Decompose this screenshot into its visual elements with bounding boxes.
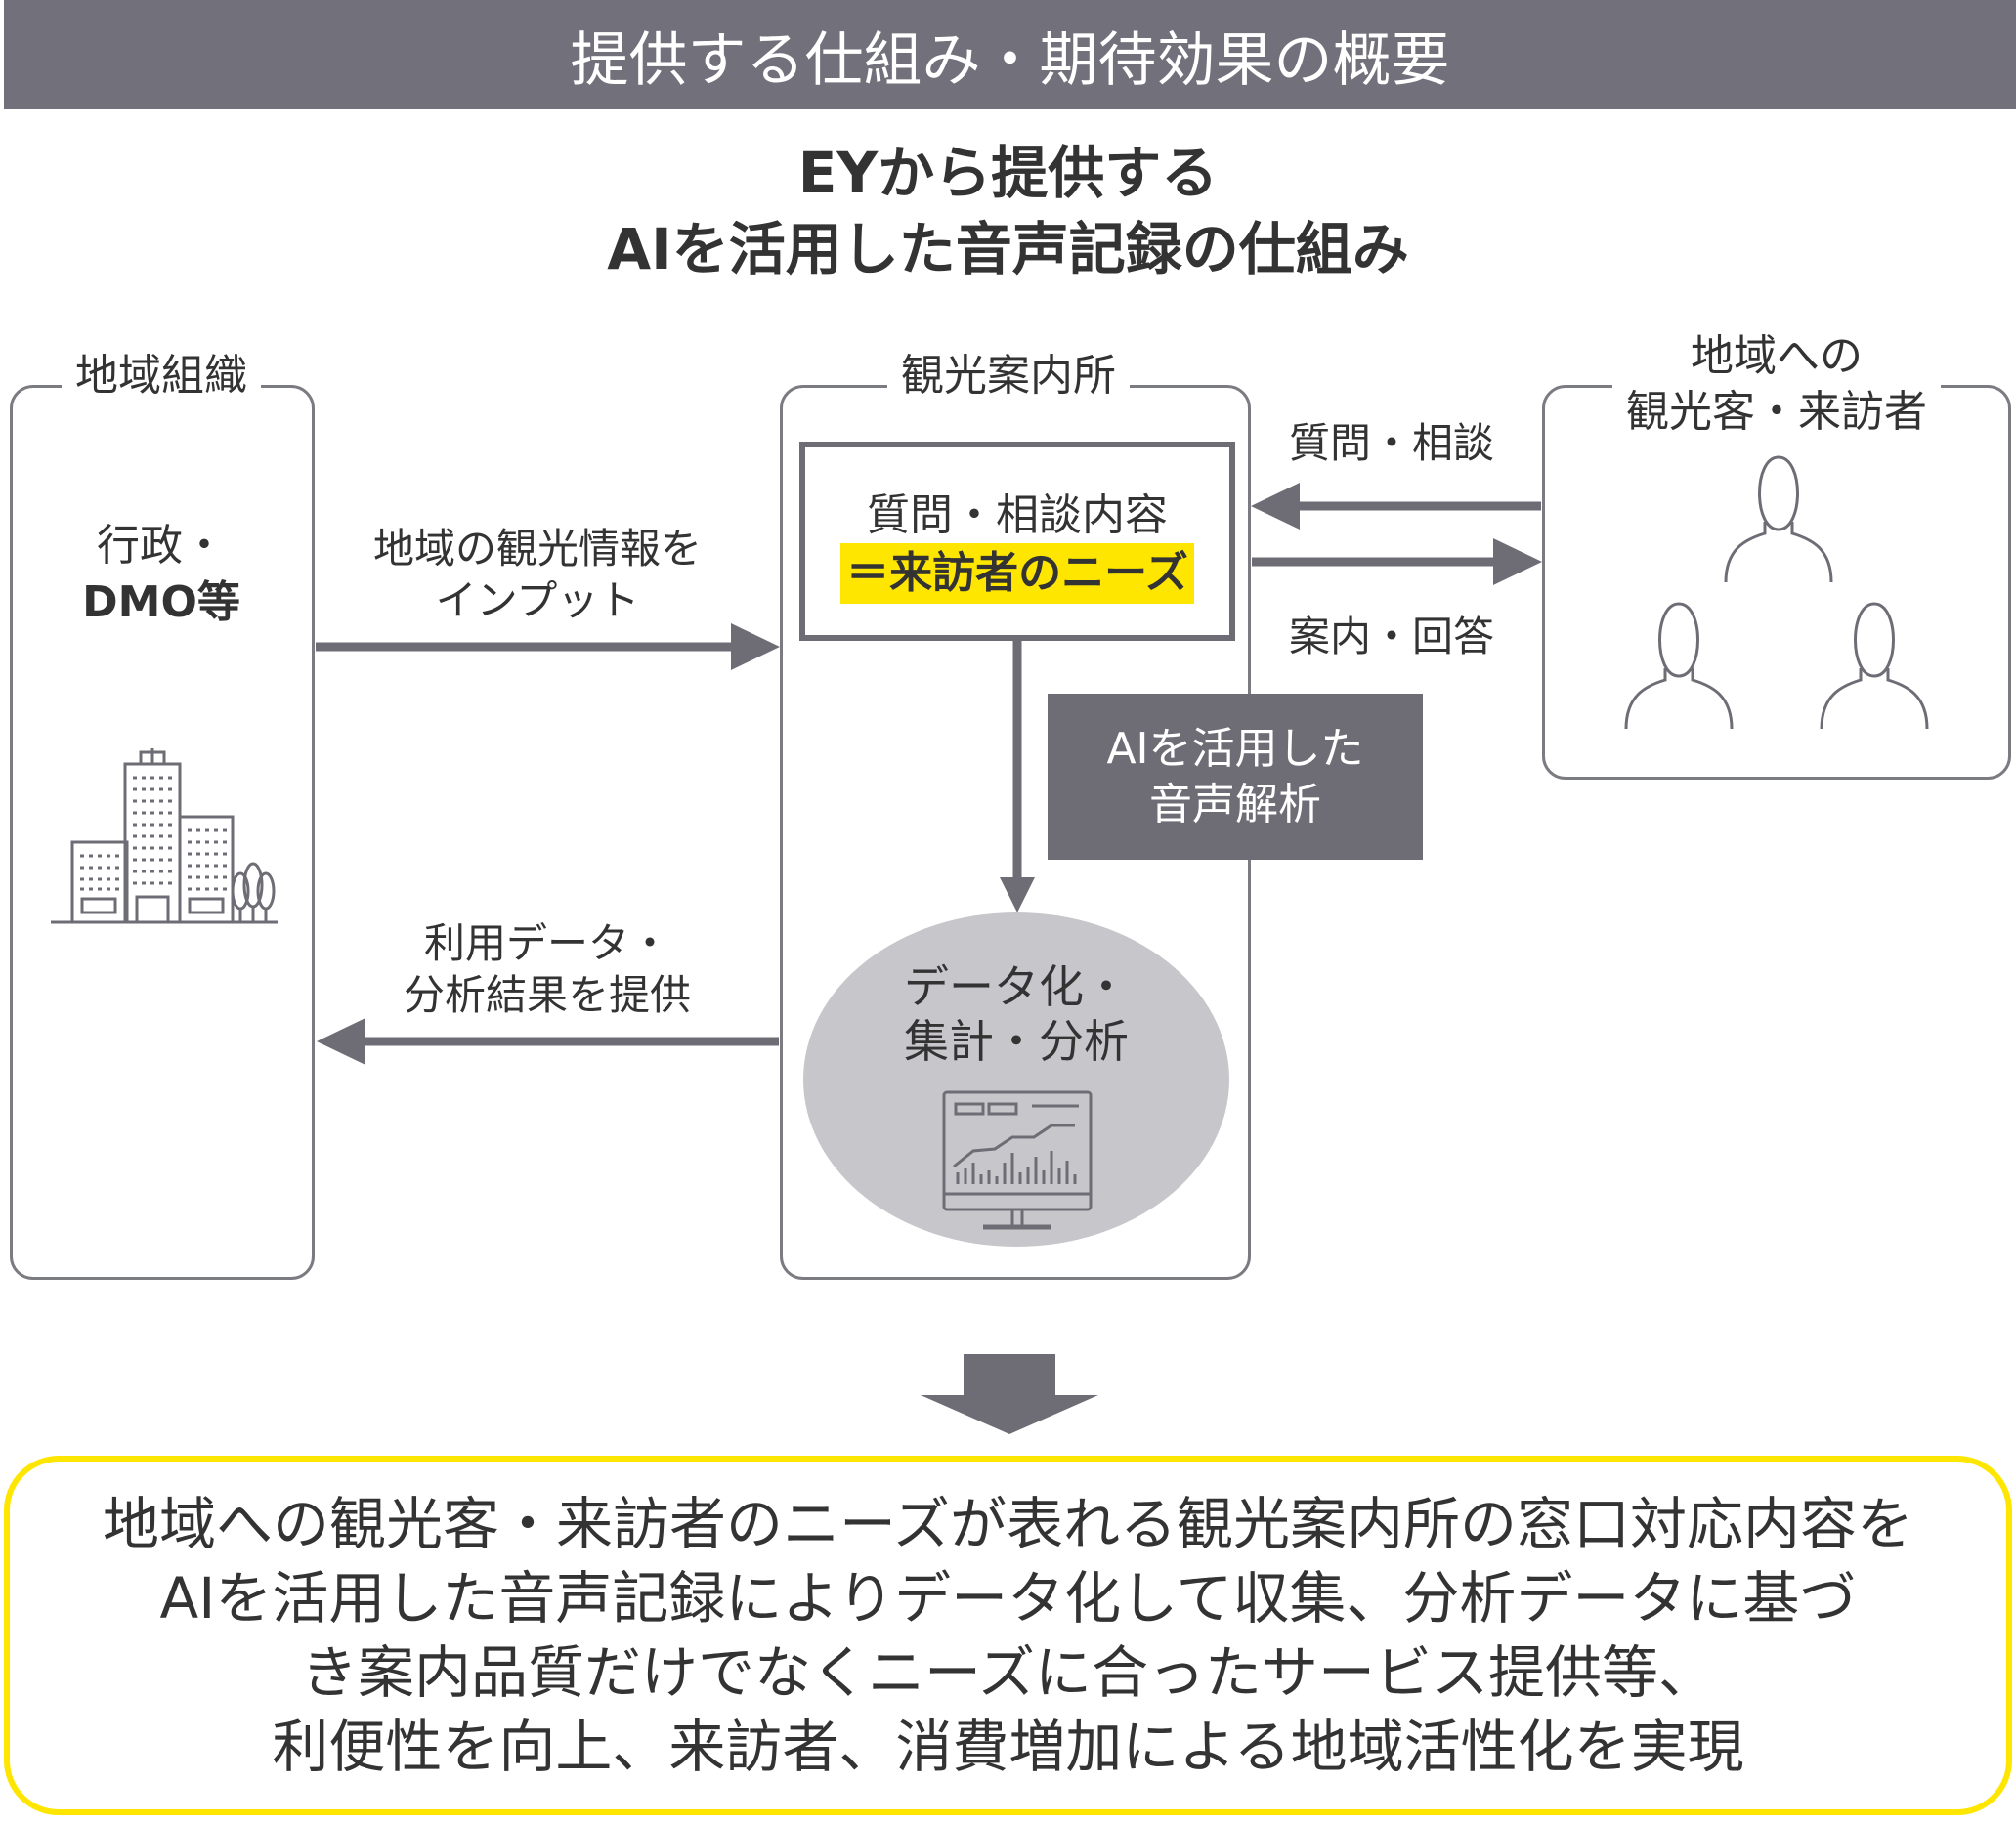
tourist-office-title: 観光案内所 bbox=[887, 348, 1130, 404]
provide-arrow-label-line2: 分析結果を提供 bbox=[403, 970, 692, 1019]
data-analysis-ellipse bbox=[803, 912, 1229, 1247]
page-header: 提供する仕組み・期待効果の概要 bbox=[4, 0, 2016, 109]
input-arrow bbox=[316, 623, 780, 670]
answer-arrow bbox=[1252, 538, 1542, 585]
analysis-down-arrow bbox=[1000, 641, 1035, 912]
ai-voice-analysis-box: AIを活用した 音声解析 bbox=[1048, 694, 1423, 860]
provide-arrow bbox=[317, 1018, 779, 1065]
question-arrow bbox=[1251, 483, 1541, 530]
visitor-needs-highlight: ＝来訪者のニーズ bbox=[840, 543, 1194, 604]
input-arrow-label: 地域の観光情報を インプット bbox=[373, 524, 702, 626]
tourists-title-line1: 地域への bbox=[1691, 331, 1863, 381]
page-header-title: 提供する仕組み・期待効果の概要 bbox=[570, 25, 1450, 95]
analysis-label: データ化・ 集計・分析 bbox=[904, 959, 1129, 1069]
result-line4: 利便性を向上、来訪者、消費増加による地域活性化を実現 bbox=[272, 1714, 1744, 1780]
down-arrow-icon bbox=[921, 1354, 1098, 1434]
tourists-title-line2: 観光客・来訪者 bbox=[1626, 387, 1927, 438]
diagram-title-line1: EYから提供する bbox=[797, 140, 1219, 206]
person-icon bbox=[1624, 602, 1734, 730]
answer-arrow-label: 案内・回答 bbox=[1288, 613, 1495, 660]
regional-org-name: 行政・ DMO等 bbox=[82, 518, 240, 631]
monitor-chart-icon bbox=[942, 1090, 1093, 1230]
result-line1: 地域への観光客・来訪者のニーズが表れる観光案内所の窓口対応内容を bbox=[102, 1491, 1914, 1557]
person-icon bbox=[1724, 455, 1833, 583]
provide-arrow-label: 利用データ・ 分析結果を提供 bbox=[404, 918, 691, 1021]
question-content-box: 質問・相談内容 ＝来訪者のニーズ bbox=[799, 442, 1235, 641]
question-arrow-label: 質問・相談 bbox=[1288, 419, 1495, 467]
input-arrow-label-line2: インプット bbox=[435, 575, 640, 624]
building-icon bbox=[51, 748, 278, 924]
analysis-label-line2: 集計・分析 bbox=[904, 1015, 1129, 1069]
question-content-line1: 質問・相談内容 bbox=[867, 490, 1168, 540]
regional-org-title: 地域組織 bbox=[62, 348, 261, 404]
result-summary-box: 地域への観光客・来訪者のニーズが表れる観光案内所の窓口対応内容を AIを活用した… bbox=[4, 1456, 2012, 1815]
tourists-panel bbox=[1542, 385, 2011, 780]
analysis-label-line1: データ化・ bbox=[904, 960, 1129, 1013]
ai-box-line2: 音声解析 bbox=[1149, 780, 1321, 829]
ai-box-line1: AIを活用した bbox=[1106, 723, 1364, 774]
diagram-title-line2: AIを活用した音声記録の仕組み bbox=[607, 216, 1409, 282]
regional-org-panel bbox=[10, 385, 315, 1280]
result-line3: き案内品質だけでなくニーズに合ったサービス提供等、 bbox=[300, 1639, 1716, 1706]
person-icon bbox=[1820, 602, 1929, 730]
provide-arrow-label-line1: 利用データ・ bbox=[423, 919, 671, 967]
regional-org-name-line1: 行政・ bbox=[97, 521, 226, 571]
regional-org-name-line2: DMO等 bbox=[82, 577, 240, 628]
result-line2: AIを活用した音声記録によりデータ化して収集、分析データに基づ bbox=[159, 1565, 1857, 1632]
tourists-title: 地域への 観光客・来訪者 bbox=[1612, 328, 1941, 441]
input-arrow-label-line1: 地域の観光情報を bbox=[372, 525, 703, 573]
